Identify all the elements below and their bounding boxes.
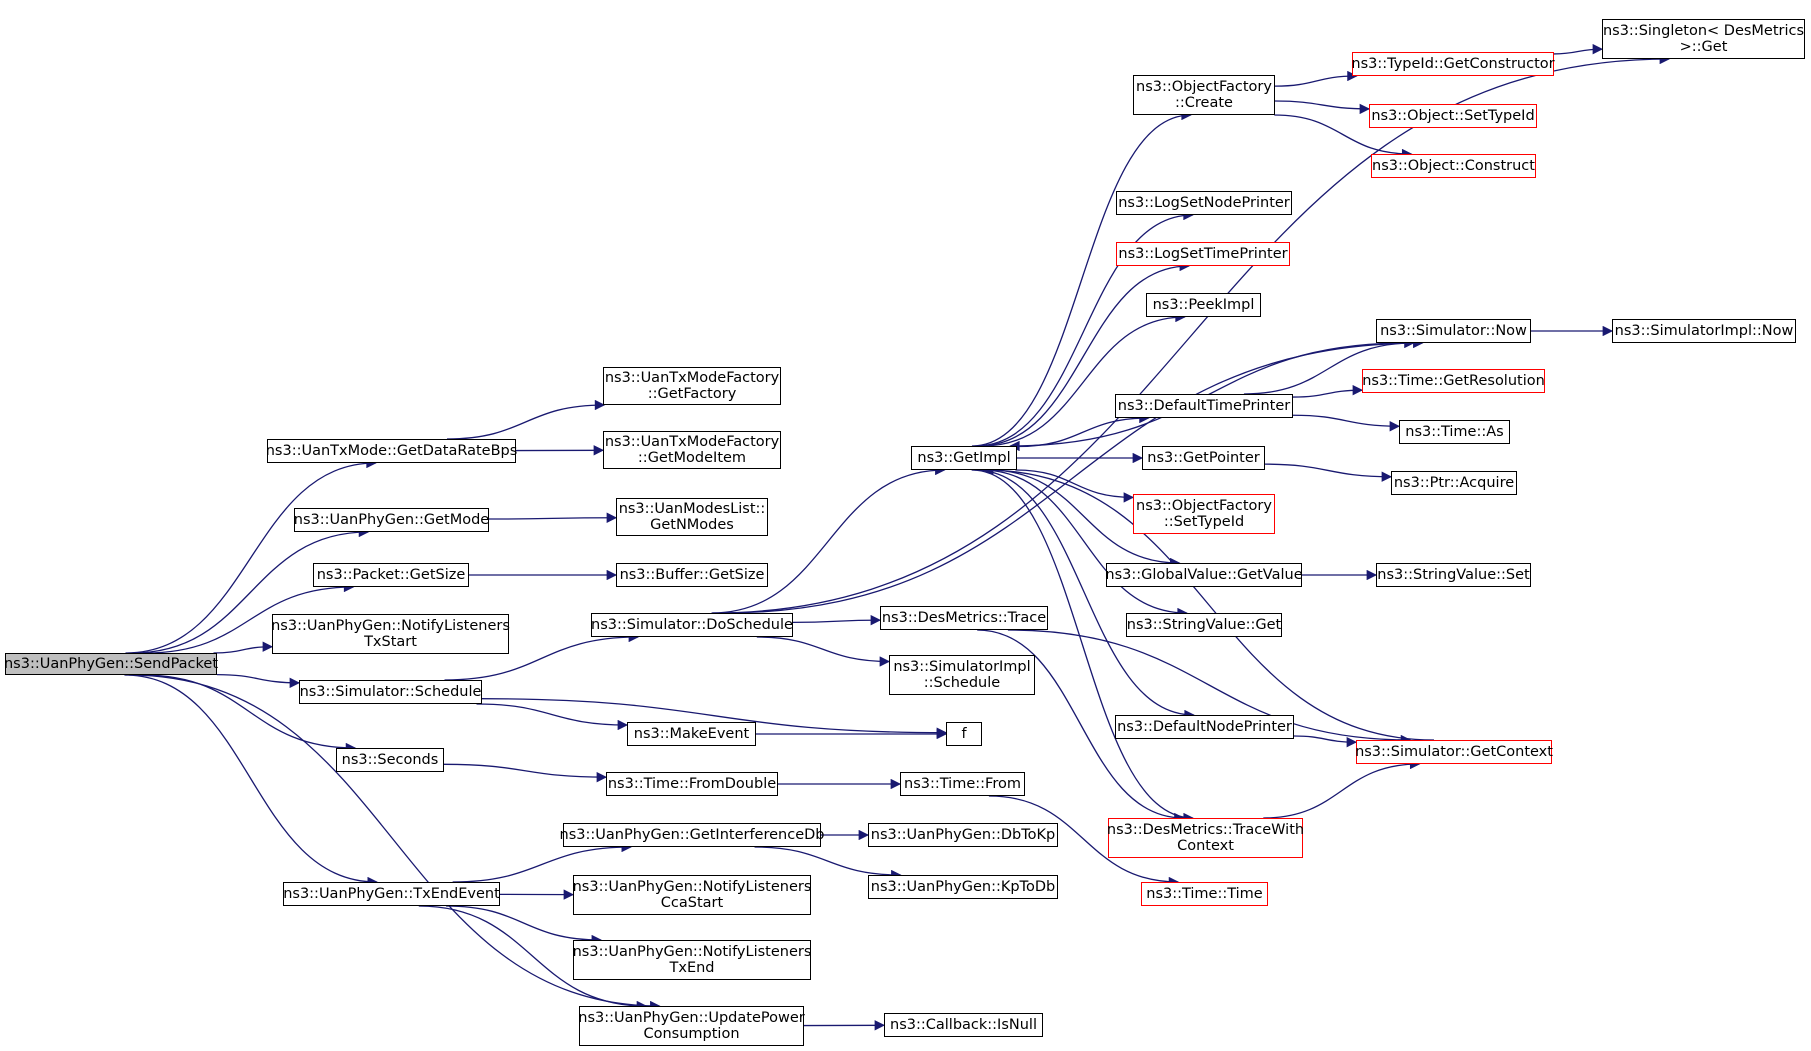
edge-default-time-printer-to-time-get-resolution — [1292, 384, 1364, 398]
edge-simulator-get-context-to-get-impl — [982, 464, 1435, 741]
node-string-value-get[interactable]: ns3::StringValue::Get — [1126, 613, 1282, 637]
node-get-interference-db[interactable]: ns3::UanPhyGen::GetInterferenceDb — [560, 823, 825, 847]
node-default-time-printer[interactable]: ns3::DefaultTimePrinter — [1115, 394, 1293, 418]
node-packet-get-size[interactable]: ns3::Packet::GetSize — [313, 563, 469, 587]
node-from-double[interactable]: ns3::Time::FromDouble — [606, 772, 778, 796]
edge-get-impl-to-default-node-printer — [974, 469, 1195, 721]
node-f[interactable]: f — [946, 722, 982, 746]
edge-do-schedule-to-simulator-now — [723, 337, 1424, 614]
edge-do-schedule-to-get-impl — [711, 464, 946, 614]
node-object-factory-create[interactable]: ns3::ObjectFactory ::Create — [1133, 75, 1275, 115]
node-get-mode-item[interactable]: ns3::UanTxModeFactory ::GetModeItem — [603, 431, 781, 469]
node-notify-tx-end[interactable]: ns3::UanPhyGen::NotifyListeners TxEnd — [573, 940, 811, 980]
edge-get-data-rate-bps-to-get-factory — [446, 399, 606, 440]
node-tx-end-event[interactable]: ns3::UanPhyGen::TxEndEvent — [283, 882, 500, 906]
edge-time-from-to-time-time — [988, 795, 1180, 888]
node-notify-tx-start[interactable]: ns3::UanPhyGen::NotifyListeners TxStart — [271, 614, 510, 654]
node-ptr-acquire[interactable]: ns3::Ptr::Acquire — [1391, 471, 1517, 495]
node-default-node-printer[interactable]: ns3::DefaultNodePrinter — [1115, 715, 1294, 739]
edge-do-schedule-to-singleton-get — [712, 53, 1671, 614]
node-callback-is-null[interactable]: ns3::Callback::IsNull — [884, 1013, 1043, 1037]
edge-get-interference-db-to-kp-to-db — [754, 846, 902, 881]
node-notify-cca-start[interactable]: ns3::UanPhyGen::NotifyListeners CcaStart — [573, 875, 811, 915]
node-db-to-kp[interactable]: ns3::UanPhyGen::DbToKp — [868, 823, 1058, 847]
node-get-factory[interactable]: ns3::UanTxModeFactory ::GetFactory — [603, 367, 781, 405]
node-get-impl[interactable]: ns3::GetImpl — [911, 446, 1017, 470]
node-time-get-resolution[interactable]: ns3::Time::GetResolution — [1362, 369, 1545, 393]
edge-get-impl-to-trace-with-context — [971, 469, 1194, 824]
node-simulator-schedule[interactable]: ns3::Simulator::Schedule — [299, 680, 482, 704]
edge-send-packet-to-get-mode — [132, 526, 370, 654]
edge-get-impl-to-peek-impl — [982, 311, 1186, 447]
edge-get-impl-to-global-value-get-value — [988, 469, 1181, 569]
edge-layer — [124, 43, 1671, 1031]
edge-des-metrics-trace-to-simulator-get-context — [1007, 629, 1412, 746]
edge-send-packet-to-update-power — [128, 674, 661, 1012]
node-simulator-now[interactable]: ns3::Simulator::Now — [1376, 319, 1531, 343]
node-simulator-impl-schedule[interactable]: ns3::SimulatorImpl ::Schedule — [889, 655, 1035, 695]
edge-get-impl-to-log-set-time-printer — [978, 260, 1190, 447]
node-get-pointer[interactable]: ns3::GetPointer — [1142, 446, 1265, 470]
edge-default-time-printer-to-time-as — [1292, 414, 1401, 432]
node-simulator-get-context[interactable]: ns3::Simulator::GetContext — [1355, 740, 1553, 764]
node-do-schedule[interactable]: ns3::Simulator::DoSchedule — [591, 613, 793, 637]
edge-simulator-schedule-to-do-schedule — [444, 631, 640, 681]
edge-type-id-get-constructor-to-singleton-get — [1553, 43, 1604, 55]
edge-default-time-printer-to-simulator-now — [1243, 337, 1415, 395]
edge-send-packet-to-seconds — [142, 674, 357, 754]
node-update-power[interactable]: ns3::UanPhyGen::UpdatePower Consumption — [578, 1006, 805, 1046]
node-time-as[interactable]: ns3::Time::As — [1399, 420, 1510, 444]
node-type-id-get-constructor[interactable]: ns3::TypeId::GetConstructor — [1351, 52, 1555, 76]
node-object-set-type-id[interactable]: ns3::Object::SetTypeId — [1369, 104, 1537, 128]
node-time-from[interactable]: ns3::Time::From — [900, 772, 1025, 796]
edge-get-mode-to-get-n-modes — [488, 512, 618, 523]
edge-do-schedule-to-simulator-impl-schedule — [756, 636, 891, 667]
edge-tx-end-event-to-get-interference-db — [452, 841, 632, 883]
edge-tx-end-event-to-notify-tx-end — [446, 905, 602, 946]
edge-send-packet-to-get-data-rate-bps — [125, 457, 377, 654]
edge-des-metrics-trace-to-trace-with-context — [977, 629, 1185, 824]
edge-do-schedule-to-des-metrics-trace — [792, 614, 882, 626]
node-string-value-set[interactable]: ns3::StringValue::Set — [1376, 563, 1531, 587]
node-object-construct[interactable]: ns3::Object::Construct — [1371, 154, 1536, 178]
node-kp-to-db[interactable]: ns3::UanPhyGen::KpToDb — [868, 875, 1058, 899]
edge-get-pointer-to-ptr-acquire — [1264, 463, 1393, 482]
node-get-mode[interactable]: ns3::UanPhyGen::GetMode — [294, 508, 489, 532]
edge-get-impl-to-string-value-get — [981, 469, 1188, 619]
edge-get-impl-to-log-set-node-printer — [975, 209, 1194, 447]
node-des-metrics-trace[interactable]: ns3::DesMetrics::Trace — [880, 606, 1048, 630]
node-get-data-rate-bps[interactable]: ns3::UanTxMode::GetDataRateBps — [266, 439, 517, 463]
node-simulator-impl-now[interactable]: ns3::SimulatorImpl::Now — [1612, 319, 1796, 343]
node-send-packet[interactable]: ns3::UanPhyGen::SendPacket — [4, 653, 218, 675]
node-singleton-get[interactable]: ns3::Singleton< DesMetrics >::Get — [1602, 19, 1805, 59]
node-log-set-node-printer[interactable]: ns3::LogSetNodePrinter — [1116, 191, 1292, 215]
edge-send-packet-to-notify-tx-start — [213, 641, 274, 654]
node-buffer-get-size[interactable]: ns3::Buffer::GetSize — [616, 563, 768, 587]
edge-trace-with-context-to-simulator-get-context — [1263, 758, 1421, 819]
edge-object-factory-create-to-object-construct — [1274, 114, 1413, 160]
edge-tx-end-event-to-update-power — [418, 905, 648, 1012]
edge-send-packet-to-packet-get-size — [145, 581, 355, 654]
edge-send-packet-to-simulator-schedule — [216, 673, 301, 689]
edge-get-impl-to-object-factory-create — [971, 109, 1192, 447]
edge-seconds-to-from-double — [443, 763, 608, 783]
edge-simulator-schedule-to-f — [481, 698, 948, 738]
edge-get-impl-to-object-factory-set-type-id — [1015, 469, 1135, 503]
edge-object-factory-create-to-type-id-get-constructor — [1274, 70, 1358, 87]
edge-object-factory-create-to-object-set-type-id — [1274, 100, 1371, 115]
node-trace-with-context[interactable]: ns3::DesMetrics::TraceWith Context — [1107, 818, 1304, 858]
edge-send-packet-to-tx-end-event — [124, 674, 378, 888]
node-object-factory-set-type-id[interactable]: ns3::ObjectFactory ::SetTypeId — [1133, 494, 1275, 534]
node-get-n-modes[interactable]: ns3::UanModesList:: GetNModes — [616, 498, 768, 536]
node-time-time[interactable]: ns3::Time::Time — [1141, 882, 1268, 906]
node-seconds[interactable]: ns3::Seconds — [336, 748, 444, 772]
node-log-set-time-printer[interactable]: ns3::LogSetTimePrinter — [1116, 242, 1290, 266]
edge-default-node-printer-to-simulator-get-context — [1293, 735, 1358, 748]
edge-simulator-schedule-to-make-event — [476, 703, 629, 731]
node-make-event[interactable]: ns3::MakeEvent — [627, 722, 756, 746]
node-global-value-get-value[interactable]: ns3::GlobalValue::GetValue — [1105, 563, 1303, 587]
node-peek-impl[interactable]: ns3::PeekImpl — [1146, 293, 1261, 317]
